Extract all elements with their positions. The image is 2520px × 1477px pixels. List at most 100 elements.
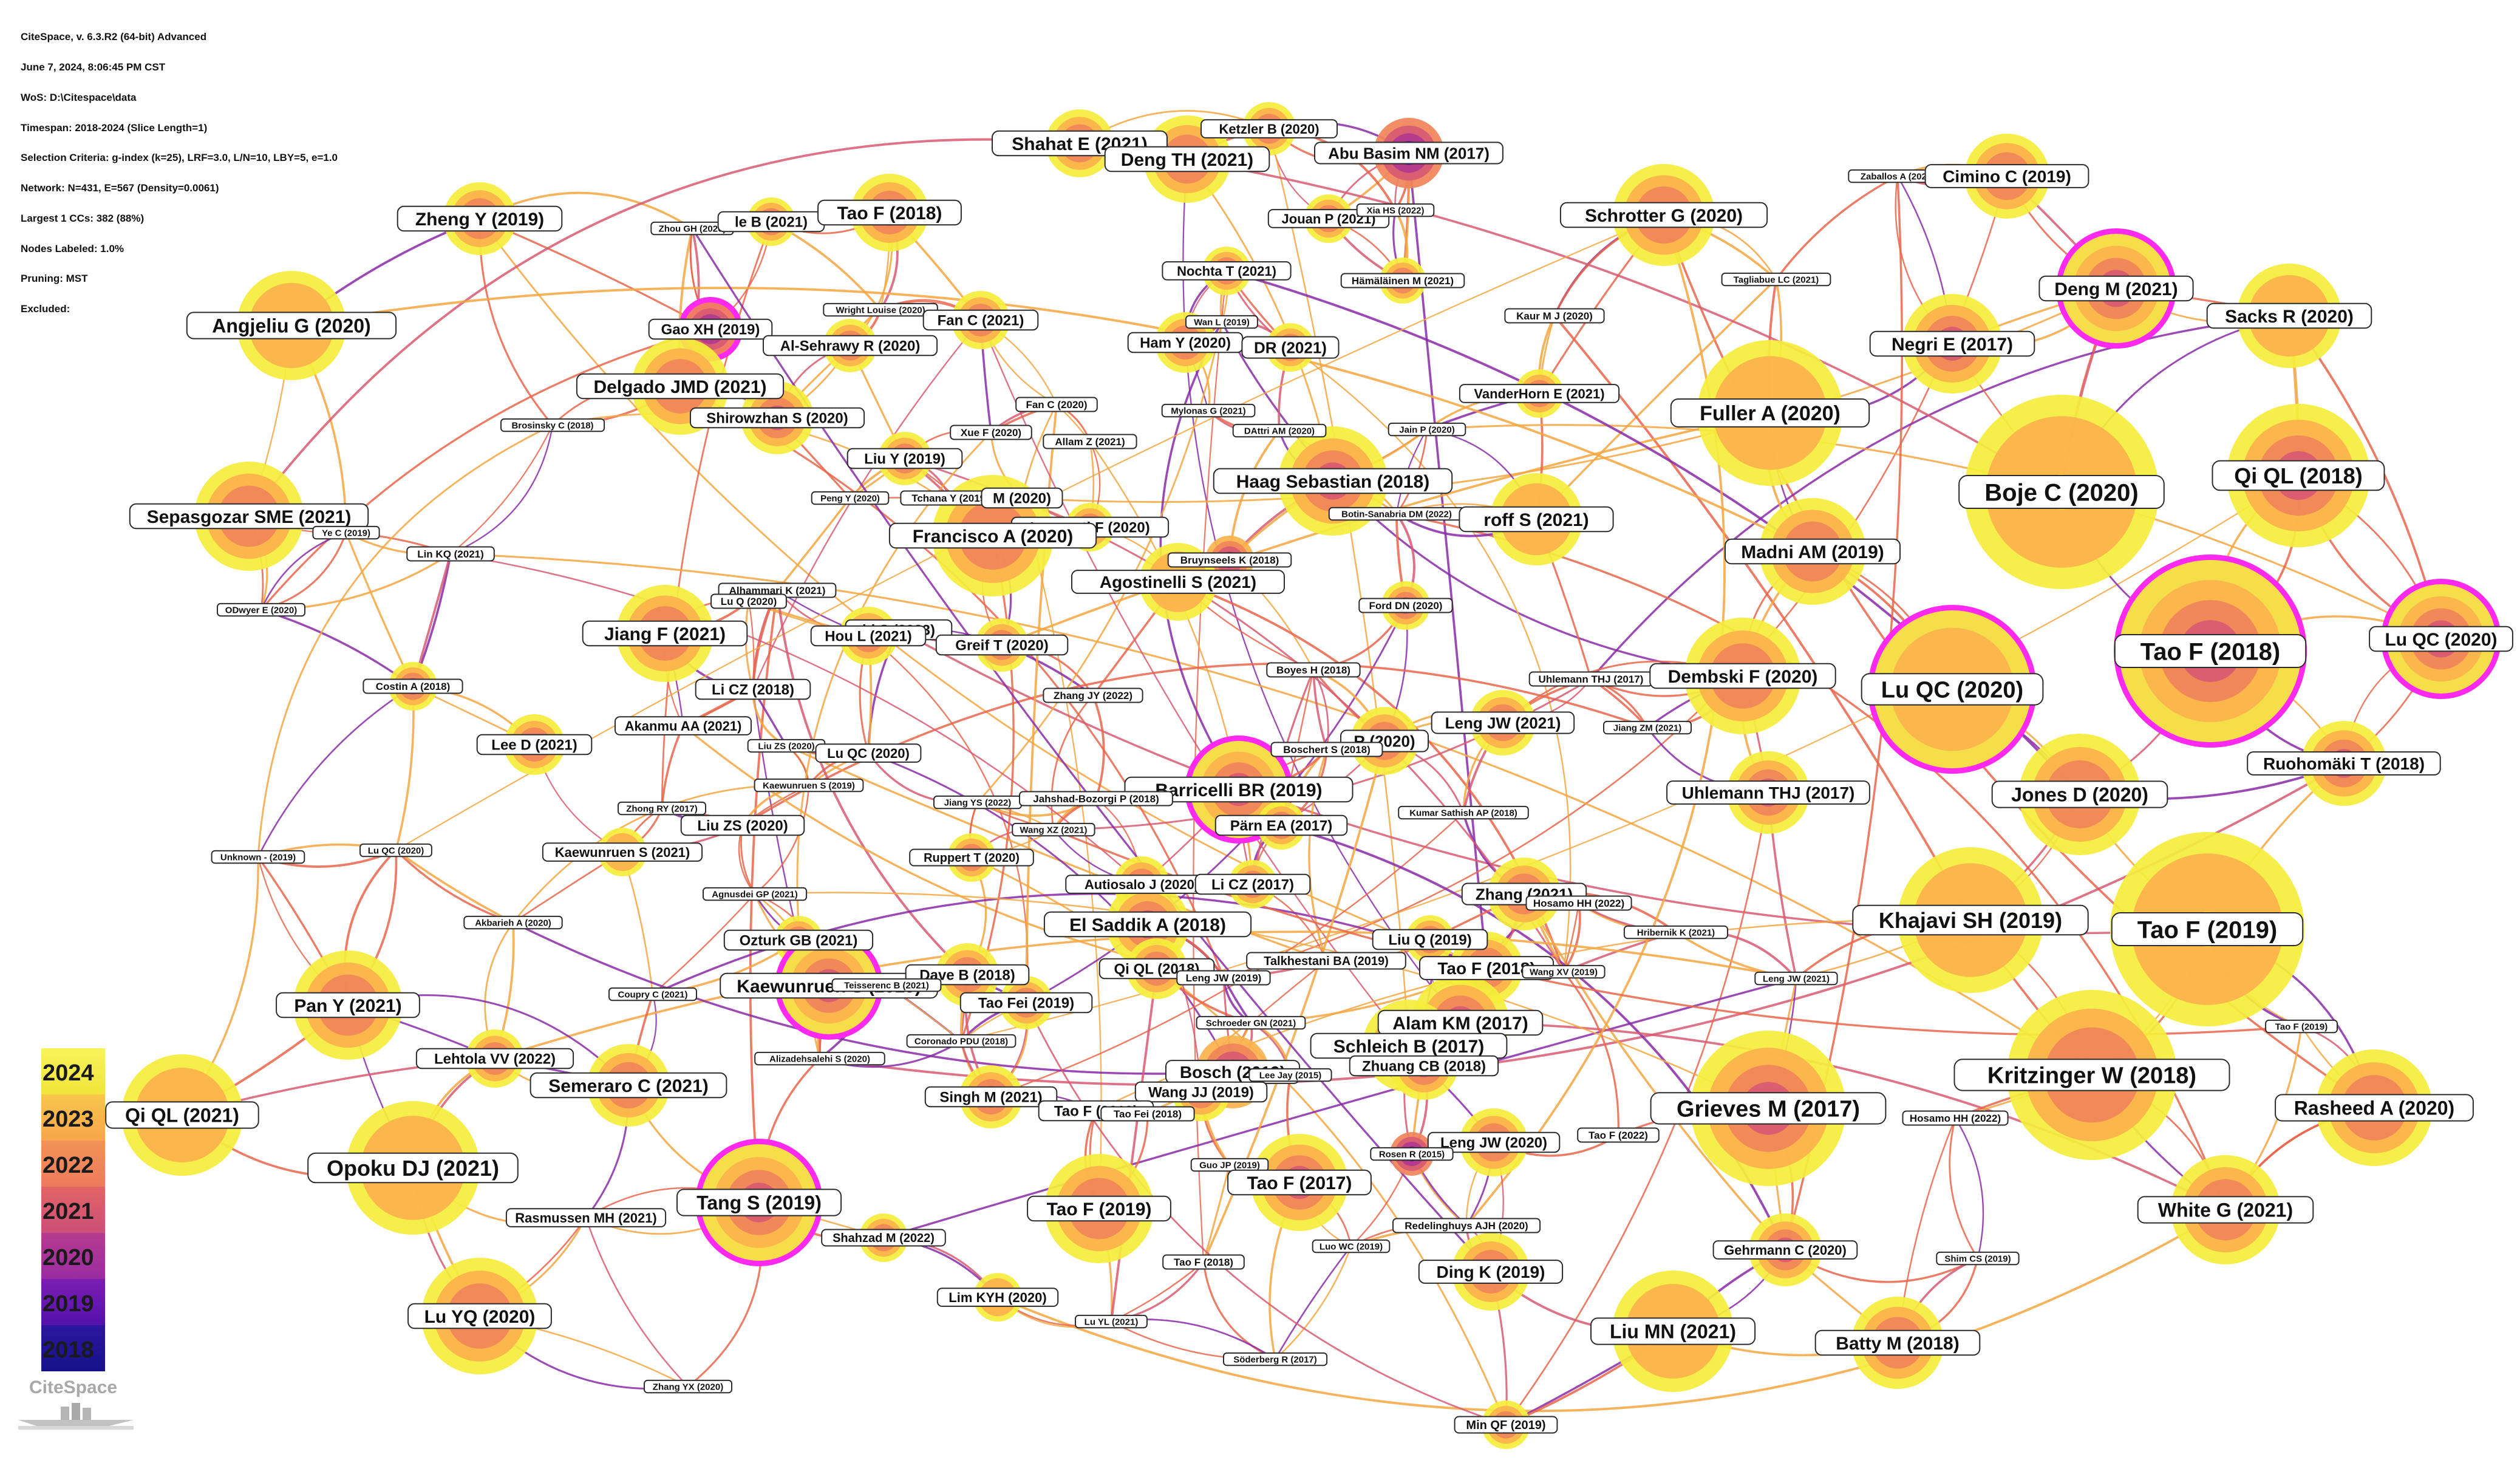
node-label: Boyes H (2018): [1267, 663, 1360, 677]
node-label: Ham Y (2020): [1128, 333, 1243, 352]
node-label-text: Boschert S (2018): [1283, 744, 1371, 756]
network-link: [1676, 932, 1796, 978]
node-label-text: Jones D (2020): [2011, 784, 2148, 806]
node-label: Sepasgozar SME (2021): [130, 504, 368, 529]
node-label-text: M (2020): [993, 491, 1051, 507]
info-line: Excluded:: [21, 304, 338, 315]
network-link: [1275, 1246, 1351, 1359]
node-label-text: Tao Fei (2018): [1114, 1108, 1182, 1120]
network-link: [396, 686, 414, 850]
network-link: [662, 726, 683, 808]
node-label: Liu ZS (2020): [681, 816, 805, 835]
node-label-text: Boyes H (2018): [1276, 664, 1350, 676]
node-label: Lee Jay (2015): [1249, 1069, 1331, 1081]
node-label-text: Tagliabue LC (2021): [1734, 275, 1819, 285]
legend-year: 2019: [43, 1291, 94, 1317]
node-label-text: Li CZ (2017): [1211, 877, 1294, 893]
legend-year: 2024: [43, 1060, 94, 1086]
node-label: Sacks R (2020): [2207, 304, 2372, 329]
node-label: Shim CS (2019): [1936, 1252, 2018, 1264]
network-link: [451, 425, 553, 554]
network-link: [261, 610, 413, 686]
legend-cell-2024: 2024: [41, 1048, 105, 1094]
node-label-text: Uhlemann THJ (2017): [1539, 674, 1644, 685]
node-label-text: Lee D (2021): [491, 737, 577, 754]
node-label: Opoku DJ (2021): [308, 1153, 518, 1183]
node-label-text: Liu ZS (2020): [758, 741, 814, 751]
node-label: Tao F (2018): [1163, 1255, 1244, 1269]
node-label: Jahshad-Bozorgi P (2018): [1020, 792, 1173, 806]
node-label: Tao Fei (2018): [1101, 1107, 1194, 1121]
node-label-text: Tao F (2018): [837, 203, 942, 223]
node-label: Tao F (2019): [2266, 1020, 2337, 1032]
node-label-text: Zhong RY (2017): [626, 803, 698, 814]
node-label: Redelinghuys AJH (2020): [1393, 1219, 1540, 1233]
node-label: Alizadehsalehi S (2020): [755, 1052, 885, 1065]
node-label-text: Tao F (2018): [1174, 1257, 1233, 1268]
node-label-text: Opoku DJ (2021): [327, 1156, 499, 1181]
node-label: Liu ZS (2020): [748, 740, 825, 752]
node-label: Bruynseels K (2018): [1168, 553, 1292, 567]
node-label: Kumar Sathish AP (2018): [1398, 807, 1528, 819]
node-label: Tao F (2017): [1228, 1170, 1371, 1195]
node-label: Gehrmann C (2020): [1714, 1241, 1858, 1259]
legend-cell-2018: 2018: [41, 1325, 105, 1371]
node-label: Kaur M J (2020): [1505, 309, 1604, 323]
network-link: [396, 850, 513, 923]
node-label-text: Tao F (2018): [1437, 959, 1535, 978]
node-label-text: Lehtola VV (2022): [434, 1051, 556, 1068]
node-label: Haag Sebastian (2018): [1214, 469, 1452, 494]
node-label-text: Lin KQ (2021): [417, 548, 484, 560]
node-label-text: Talkhestani BA (2019): [1264, 955, 1389, 968]
node-label-text: Fan C (2021): [938, 313, 1024, 329]
node-label: DR (2021): [1242, 337, 1338, 358]
node-label: Tao Fei (2019): [961, 993, 1092, 1012]
node-label: Zhang YX (2020): [644, 1380, 732, 1393]
node-label-text: DR (2021): [1254, 338, 1327, 356]
node-label-text: Min QF (2019): [1466, 1419, 1545, 1432]
network-link: [1204, 1262, 1275, 1359]
node-label-text: Madni AM (2019): [1741, 542, 1884, 562]
legend-cell-2019: 2019: [41, 1279, 105, 1325]
node-label: Madni AM (2019): [1725, 539, 1900, 564]
node-label-text: Jahshad-Bozorgi P (2018): [1033, 793, 1159, 805]
node-label: Min QF (2019): [1455, 1417, 1558, 1433]
network-link: [1275, 1246, 1351, 1359]
node-label: Grieves M (2017): [1651, 1093, 1886, 1124]
node-label: Singh M (2021): [925, 1087, 1057, 1107]
node-label: Lim KYH (2020): [938, 1288, 1058, 1306]
node-label-text: Sacks R (2020): [2225, 307, 2354, 327]
node-label: Rosen R (2015): [1371, 1148, 1452, 1160]
node-label: Mylonas G (2021): [1162, 404, 1255, 417]
legend-year: 2018: [43, 1337, 94, 1363]
network-link: [1111, 1262, 1204, 1322]
node-label-text: Brosinsky C (2018): [511, 420, 593, 431]
node-label: Pärn EA (2017): [1216, 816, 1347, 835]
node-label-text: Kumar Sathish AP (2018): [1409, 808, 1517, 818]
node-label-text: Leng JW (2021): [1445, 714, 1561, 732]
node-label-text: Tao F (2018): [2140, 638, 2280, 665]
node-label: Jain P (2020): [1389, 423, 1466, 435]
info-line: WoS: D:\Citespace\data: [21, 93, 338, 103]
node-label-text: Sepasgozar SME (2021): [147, 507, 352, 527]
network-link: [746, 601, 753, 689]
node-label-text: VanderHorn E (2021): [1474, 386, 1604, 401]
node-label-text: Akanmu AA (2021): [625, 718, 742, 734]
node-label-text: Luo WC (2019): [1320, 1241, 1383, 1252]
node-label: Zheng Y (2019): [398, 206, 562, 231]
node-label: Jiang YS (2022): [934, 796, 1021, 808]
node-label: Teisserenc B (2021): [833, 979, 941, 991]
node-label: Lee D (2021): [477, 735, 592, 754]
network-link: [451, 425, 553, 554]
node-label-text: Kaewunruen S (2021): [555, 845, 690, 860]
node-label: Batty M (2018): [1816, 1331, 1980, 1356]
node-label: Lehtola VV (2022): [417, 1049, 573, 1068]
node-label: Agnusdei GP (2021): [703, 888, 806, 900]
node-label: Lu QC (2020): [360, 844, 432, 856]
node-label-text: Shim CS (2019): [1944, 1254, 2011, 1264]
legend-year: 2020: [43, 1245, 94, 1271]
node-label-text: Autiosalo J (2020): [1085, 877, 1199, 892]
network-link: [586, 1218, 688, 1387]
node-label: Li CZ (2017): [1196, 875, 1310, 894]
